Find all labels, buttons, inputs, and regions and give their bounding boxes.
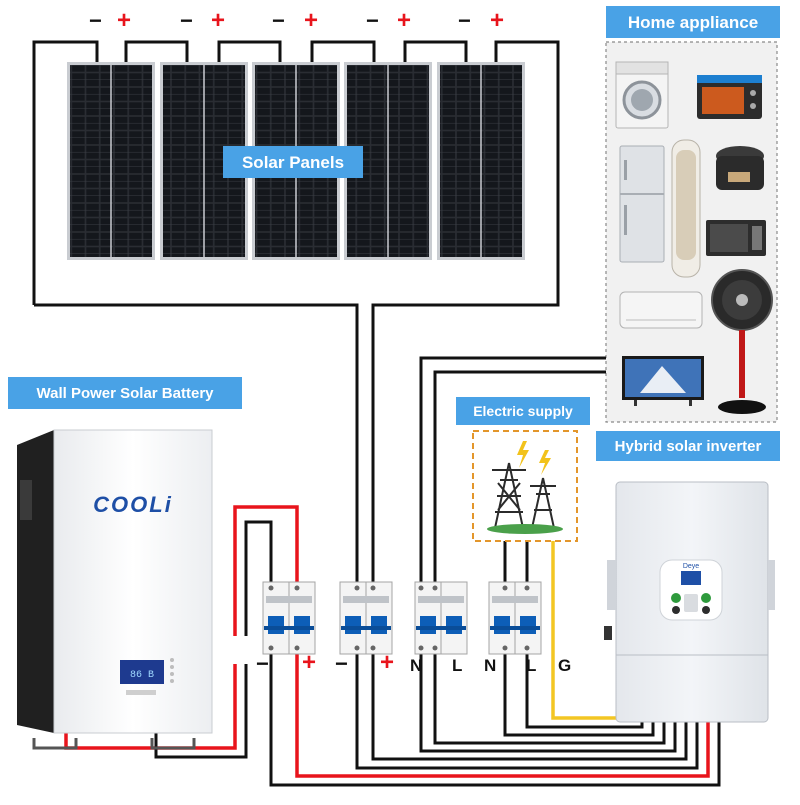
refrigerator-icon: [619, 145, 665, 263]
television-icon: [622, 356, 704, 406]
breaker-2-left-label: −: [335, 651, 348, 676]
ground-label: G: [558, 656, 572, 675]
lightning-icon: [517, 441, 529, 468]
home-appliance-label: Home appliance: [606, 6, 780, 38]
microwave-icon: [706, 220, 766, 256]
breaker-1-left-label: −: [256, 651, 269, 676]
breaker-4-right-label: L: [526, 656, 537, 675]
wall-power-battery: [17, 429, 213, 750]
battery-brand-logo: COOLi: [93, 492, 173, 517]
tower-air-conditioner-icon: [671, 139, 701, 278]
circuit-breaker: [488, 581, 542, 655]
battery-status-lights: [170, 658, 174, 683]
inverter-brand-logo: Deye: [683, 563, 699, 570]
circuit-breakers: [262, 581, 542, 655]
wall-air-conditioner-icon: [619, 291, 703, 329]
circuit-breaker: [339, 581, 393, 655]
standing-fan-icon: [711, 269, 773, 414]
panel-5-positive-label: +: [490, 7, 505, 34]
panel-1-negative-label: −: [89, 8, 102, 33]
circuit-breaker: [262, 581, 316, 655]
breaker-4-left-label: N: [484, 656, 497, 675]
home-appliances: [615, 61, 773, 414]
inverter-control-panel: [659, 559, 723, 621]
electric-supply-label: Electric supply: [456, 397, 590, 425]
panel-4-positive-label: +: [397, 7, 412, 34]
hybrid-inverter-label: Hybrid solar inverter: [596, 431, 780, 461]
solar-panels-label: Solar Panels: [223, 146, 363, 178]
battery-lcd-screen: [120, 660, 164, 684]
battery-lcd-reading: 86 B: [130, 670, 154, 681]
wiring: [32, 40, 721, 787]
circuit-breaker: [414, 581, 468, 655]
panel-3-negative-label: −: [272, 8, 285, 33]
rice-cooker-icon: [716, 146, 764, 190]
electric-supply-box: [472, 430, 578, 542]
breaker-2-right-label: +: [380, 649, 395, 676]
breaker-1-right-label: +: [302, 649, 317, 676]
breaker-3-right-label: L: [452, 656, 463, 675]
transmission-tower-icon: [492, 462, 556, 529]
panel-4-negative-label: −: [366, 8, 379, 33]
hybrid-solar-inverter: [604, 481, 775, 723]
solar-panel: [67, 62, 155, 260]
panel-2-positive-label: +: [211, 7, 226, 34]
solar-panel: [344, 62, 432, 260]
toaster-oven-icon: [697, 75, 762, 119]
breaker-3-left-label: N: [410, 656, 423, 675]
solar-panel: [437, 62, 525, 260]
grass-icon: [487, 524, 563, 534]
lightning-icon: [539, 450, 551, 475]
panel-2-negative-label: −: [180, 8, 193, 33]
panel-1-positive-label: +: [117, 7, 132, 34]
wall-battery-label: Wall Power Solar Battery: [8, 377, 242, 409]
panel-5-negative-label: −: [458, 8, 471, 33]
panel-3-positive-label: +: [304, 7, 319, 34]
washing-machine-icon: [615, 61, 669, 129]
